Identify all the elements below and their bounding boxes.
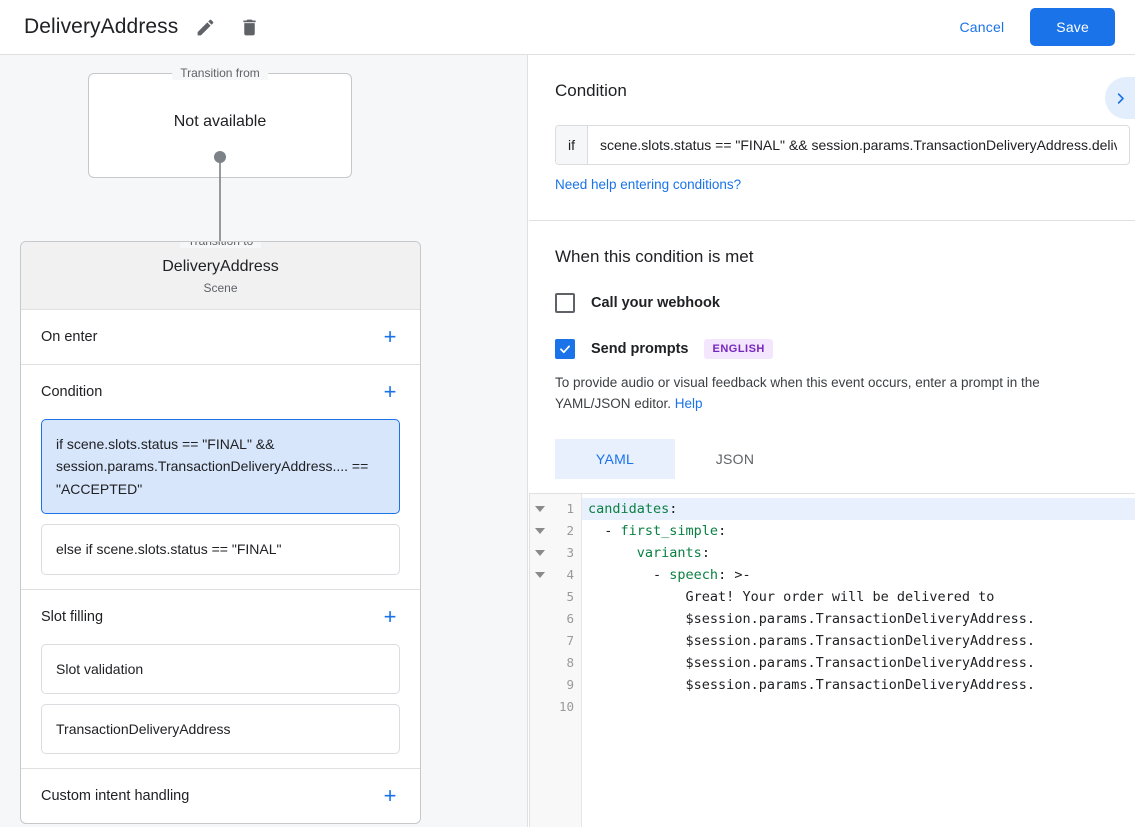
tab-json[interactable]: JSON [715, 450, 755, 467]
topbar-actions: Cancel Save [944, 8, 1115, 46]
condition-input-row: if [555, 125, 1130, 165]
scene-graph-panel: Transition from Not available Transition… [0, 55, 528, 827]
condition-list: if scene.slots.status == "FINAL" && sess… [21, 419, 420, 589]
edit-button[interactable] [188, 10, 222, 44]
scene-header[interactable]: DeliveryAddress Scene [21, 242, 420, 310]
condition-input[interactable] [588, 126, 1129, 164]
condition-detail-panel: Condition if Need help entering conditio… [529, 55, 1135, 827]
condition-list-item[interactable]: else if scene.slots.status == "FINAL" [41, 524, 400, 575]
section-slot-filling: Slot filling + Slot validation Transacti… [21, 590, 420, 770]
section-header-custom-intent-handling[interactable]: Custom intent handling + [21, 769, 420, 823]
editor-code-line [582, 696, 1135, 718]
editor-code-line: - first_simple: [588, 522, 727, 539]
transition-from-legend: Transition from [172, 66, 268, 80]
add-custom-intent-icon[interactable]: + [383, 783, 397, 809]
save-button[interactable]: Save [1030, 8, 1115, 46]
editor-code-line: $session.params.TransactionDeliveryAddre… [685, 654, 1036, 671]
send-prompts-label: Send prompts [591, 341, 689, 357]
add-condition-icon[interactable]: + [383, 379, 397, 404]
editor-code-line: $session.params.TransactionDeliveryAddre… [685, 632, 1036, 649]
check-icon [560, 345, 570, 354]
slot-item[interactable]: TransactionDeliveryAddress [41, 703, 400, 755]
delete-button[interactable] [232, 10, 266, 44]
section-header-on-enter[interactable]: On enter + [21, 310, 420, 364]
editor-line-number: 2 [530, 520, 581, 542]
trash-icon [243, 19, 256, 35]
editor-code-line: Great! Your order will be delivered to [685, 588, 995, 605]
tab-yaml[interactable]: YAML [555, 438, 675, 479]
editor-code-line: variants: [636, 544, 710, 561]
send-prompts-checkbox[interactable] [555, 339, 575, 359]
scene-name: DeliveryAddress [162, 258, 279, 275]
condition-help-link[interactable]: Need help entering conditions? [555, 177, 742, 192]
editor-code-line: candidates: [582, 497, 1135, 520]
section-header-condition[interactable]: Condition + [21, 365, 420, 419]
chevron-right-icon [1117, 92, 1124, 104]
cancel-button[interactable]: Cancel [944, 10, 1021, 44]
language-badge: ENGLISH [704, 339, 773, 359]
editor-code-area[interactable]: candidates: - first_simple: variants: - … [582, 494, 1135, 827]
section-condition: Condition + if scene.slots.status == "FI… [21, 365, 420, 590]
call-webhook-label: Call your webhook [591, 295, 720, 311]
call-webhook-checkbox[interactable] [555, 293, 575, 313]
fold-triangle-icon[interactable] [535, 505, 545, 512]
fold-triangle-icon[interactable] [535, 549, 545, 556]
pencil-icon [197, 19, 214, 35]
section-title-custom-intent-handling: Custom intent handling [41, 788, 190, 805]
section-title-slot-filling: Slot filling [41, 608, 104, 625]
section-title-condition: Condition [41, 384, 103, 400]
editor-line-number: 5 [566, 589, 574, 605]
slot-validation-item[interactable]: Slot validation [41, 643, 400, 694]
send-prompts-row[interactable]: Send prompts ENGLISH [555, 339, 1109, 359]
section-on-enter: On enter + [21, 310, 420, 365]
editor-line-number: 10 [558, 699, 574, 715]
condition-editor-section: Condition if Need help entering conditio… [529, 55, 1135, 221]
transition-to-legend: Transition to [179, 242, 262, 248]
editor-line-number: 4 [530, 564, 581, 586]
add-on-enter-icon[interactable]: + [383, 324, 397, 349]
send-prompts-help-link[interactable]: Help [674, 395, 703, 411]
top-app-bar: DeliveryAddress Cancel Save [0, 0, 1135, 55]
fold-triangle-icon[interactable] [535, 527, 545, 534]
editor-line-number: 8 [566, 655, 574, 671]
slot-filling-list: Slot validation TransactionDeliveryAddre… [21, 643, 420, 769]
section-custom-intent-handling: Custom intent handling + [21, 769, 420, 823]
expand-panel-button[interactable] [1105, 77, 1135, 119]
webhook-row[interactable]: Call your webhook [555, 293, 1109, 313]
editor-code-line: $session.params.TransactionDeliveryAddre… [685, 676, 1036, 693]
editor-format-tabs: YAML JSON [555, 438, 1109, 479]
section-title-on-enter: On enter [41, 329, 98, 345]
editor-code-line: - speech: >- [588, 566, 751, 583]
editor-code-line: $session.params.TransactionDeliveryAddre… [685, 610, 1036, 627]
editor-line-number: 9 [566, 677, 574, 693]
scene-type: Scene [203, 281, 238, 295]
transition-to-card: Transition to DeliveryAddress Scene On e… [20, 241, 421, 825]
fold-triangle-icon[interactable] [535, 571, 545, 578]
when-met-heading: When this condition is met [555, 247, 754, 266]
add-slot-filling-icon[interactable]: + [383, 603, 397, 629]
editor-line-number: 7 [566, 633, 574, 649]
editor-line-number: 6 [566, 611, 574, 627]
when-condition-met-section: When this condition is met Call your web… [529, 221, 1135, 479]
transition-from-value: Not available [173, 112, 267, 130]
send-prompts-description: To provide audio or visual feedback when… [555, 373, 1109, 415]
page-title: DeliveryAddress [24, 15, 179, 38]
editor-line-number: 3 [530, 542, 581, 564]
condition-heading: Condition [555, 81, 627, 100]
section-header-slot-filling[interactable]: Slot filling + [21, 590, 420, 644]
send-prompts-description-text: To provide audio or visual feedback when… [555, 375, 1040, 411]
editor-line-number: 1 [530, 498, 581, 520]
condition-list-item-selected[interactable]: if scene.slots.status == "FINAL" && sess… [41, 419, 400, 515]
condition-if-label: if [556, 126, 588, 164]
